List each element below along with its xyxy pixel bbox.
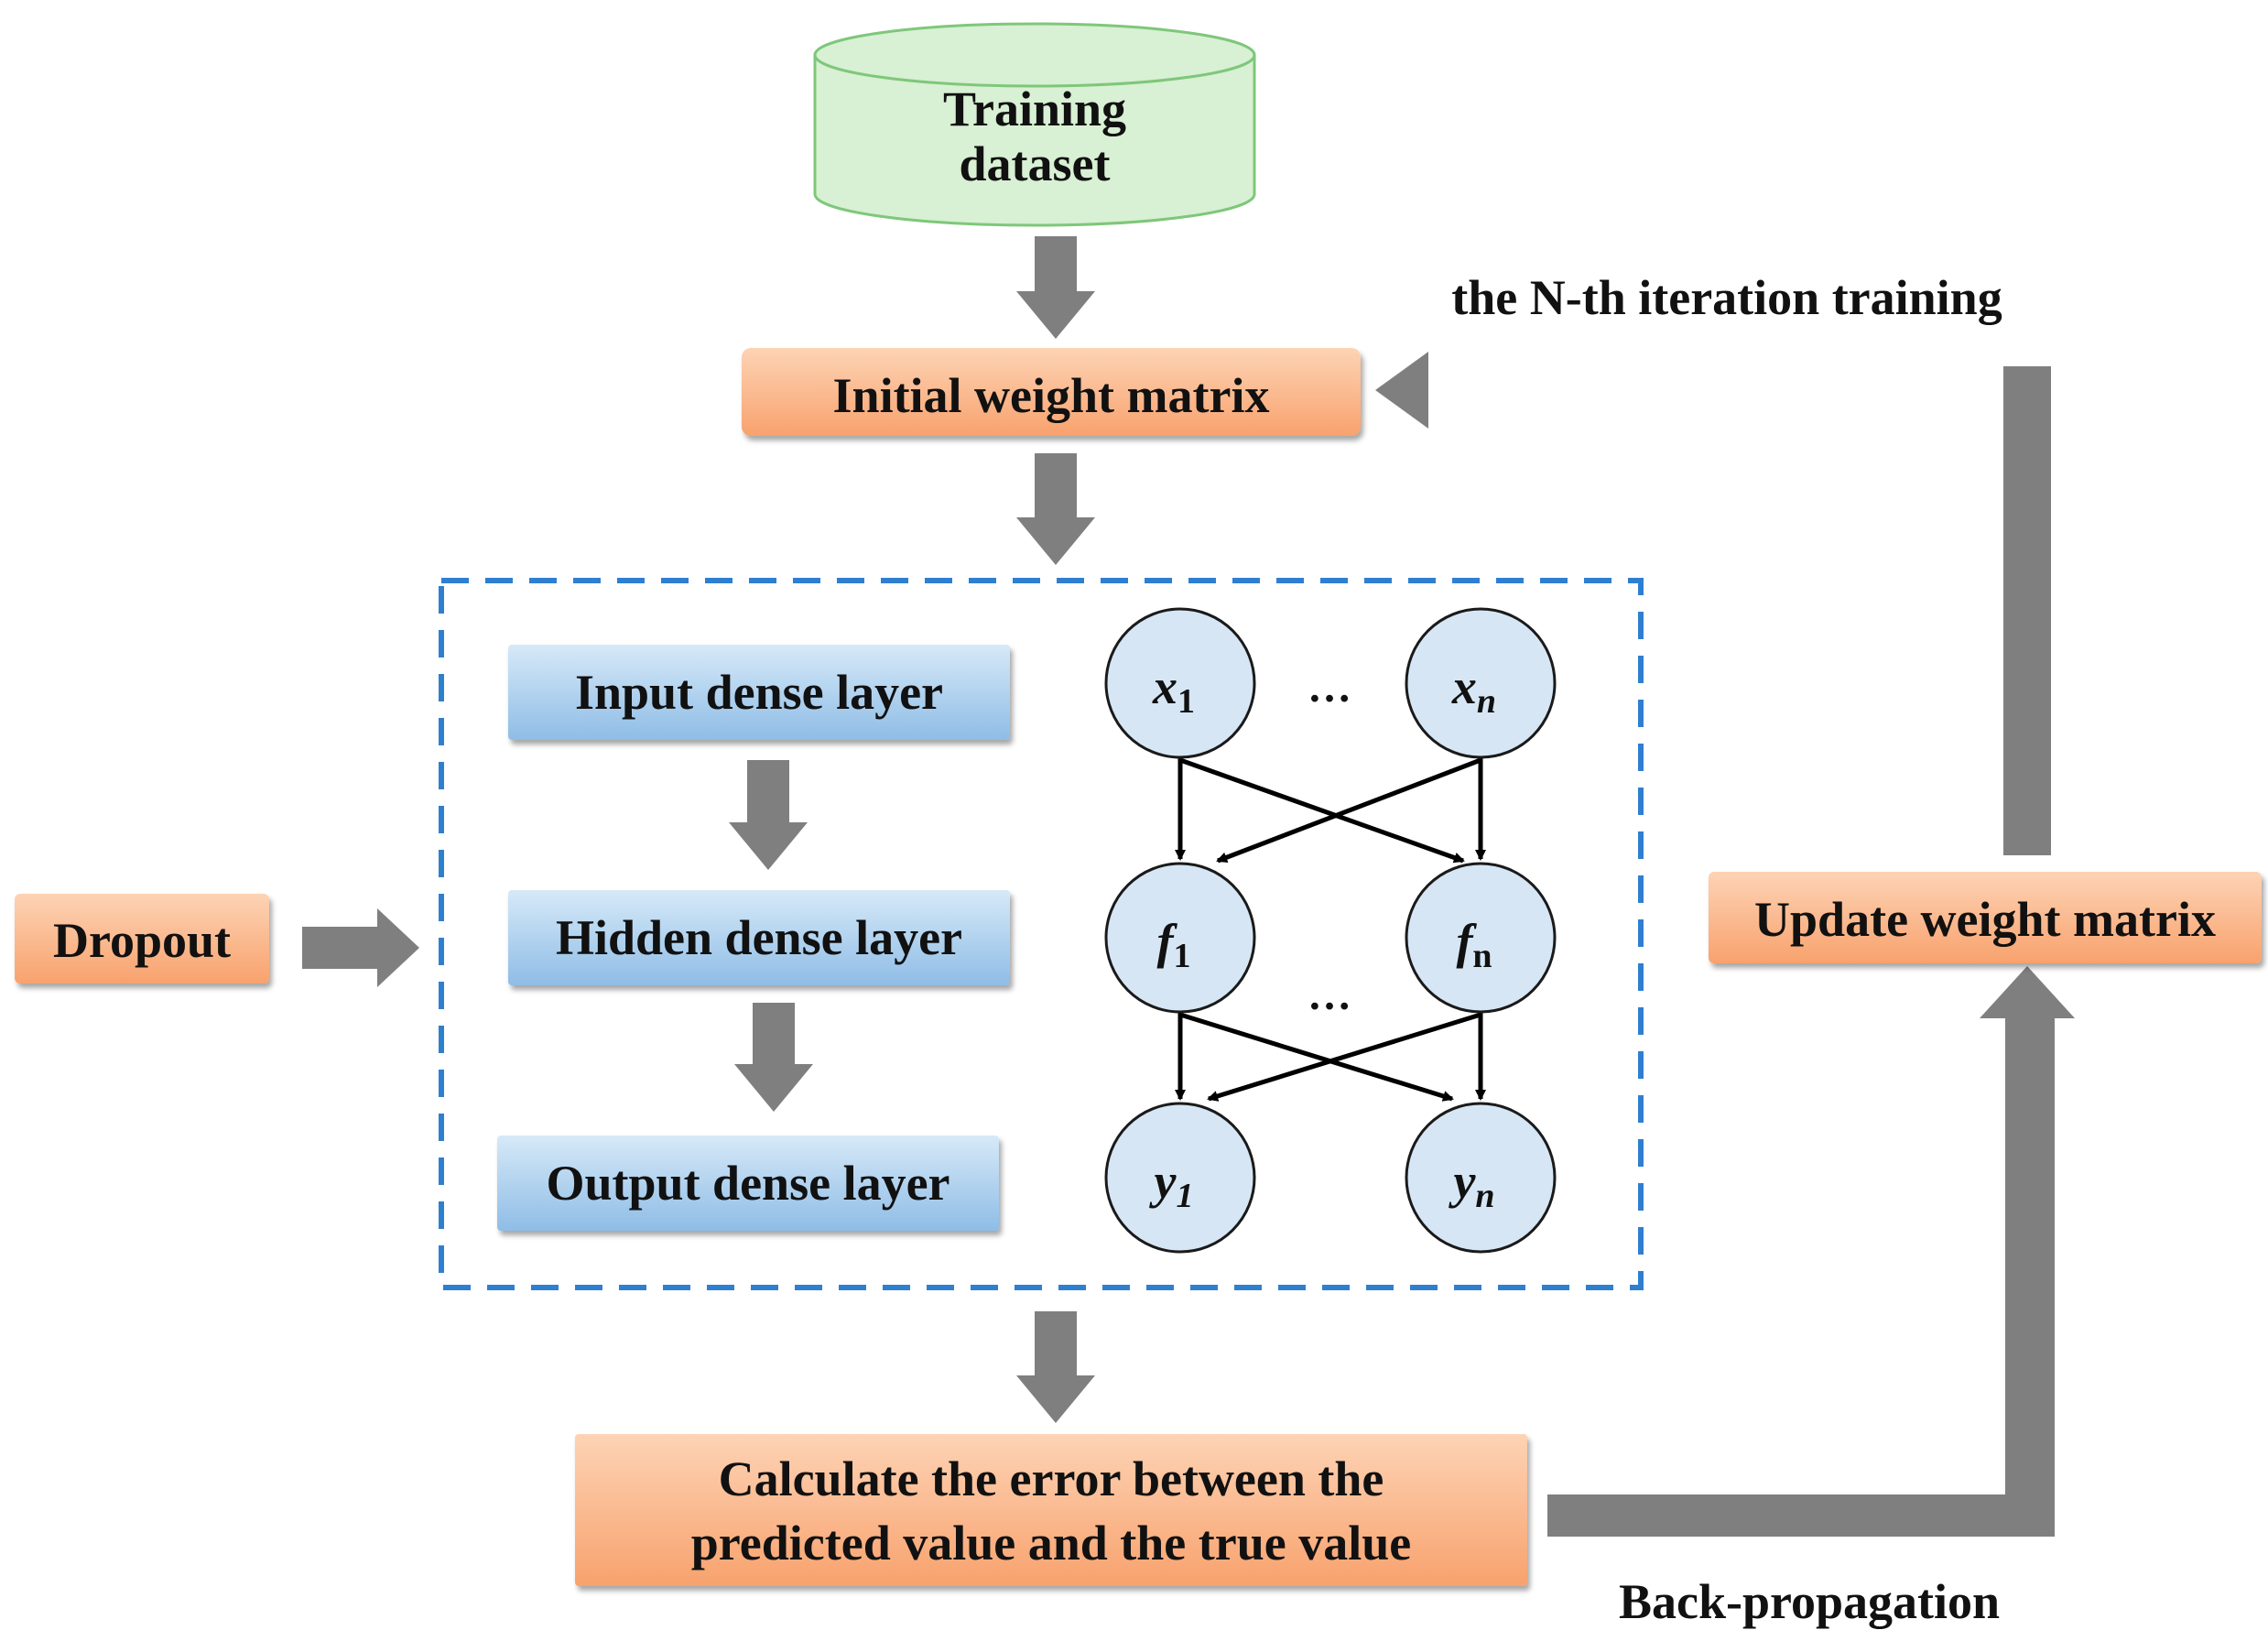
iteration-label: the N-th iteration training (1451, 270, 2002, 325)
node-x1-sub: 1 (1177, 682, 1195, 721)
svg-text:yn: yn (1448, 1154, 1494, 1215)
node-fn: fn (1405, 862, 1557, 1014)
node-x1-base: x (1152, 659, 1177, 714)
ellipsis-hidden-row: … (1308, 971, 1351, 1019)
svg-text:xn: xn (1451, 659, 1496, 721)
node-fn-sub: n (1472, 937, 1492, 975)
node-yn: yn (1405, 1102, 1557, 1254)
update-weight-matrix-label: Update weight matrix (1754, 892, 2216, 947)
arrow-weights-to-network (1016, 453, 1095, 565)
training-dataset-cylinder: Training dataset (813, 22, 1256, 227)
error-calculation-box: Calculate the error between the predicte… (575, 1434, 1527, 1586)
network-connections (1175, 756, 1486, 1102)
output-dense-layer-box: Output dense layer (497, 1136, 999, 1231)
svg-text:fn: fn (1456, 914, 1492, 975)
initial-weight-matrix-box: Initial weight matrix (742, 348, 1361, 436)
arrow-network-to-error (1016, 1311, 1095, 1423)
arrow-error-to-update-backprop (1547, 966, 2075, 1537)
node-y1-sub: 1 (1176, 1177, 1193, 1215)
node-f1-base: f (1157, 914, 1178, 969)
node-f1-sub: 1 (1173, 937, 1190, 975)
hidden-dense-layer-box: Hidden dense layer (508, 890, 1010, 985)
training-dataset-line2: dataset (960, 136, 1111, 191)
node-y1: y1 (1104, 1102, 1256, 1254)
node-yn-base: y (1448, 1154, 1476, 1209)
network-container (439, 578, 1644, 1290)
ellipsis-input-row: … (1308, 663, 1351, 712)
node-yn-sub: n (1475, 1177, 1494, 1215)
node-fn-base: f (1456, 914, 1477, 969)
input-dense-layer-box: Input dense layer (508, 645, 1010, 740)
node-x1: x1 (1104, 607, 1256, 759)
arrow-input-to-hidden (729, 760, 808, 870)
hidden-dense-layer-label: Hidden dense layer (556, 910, 962, 965)
node-f1: f1 (1104, 862, 1256, 1014)
arrow-dataset-to-weights (1016, 236, 1095, 339)
error-box-line2: predicted value and the true value (691, 1516, 1411, 1570)
node-xn: xn (1405, 607, 1557, 759)
output-dense-layer-label: Output dense layer (546, 1156, 950, 1211)
backprop-label: Back-propagation (1619, 1574, 2000, 1629)
arrow-dropout-to-network (302, 908, 419, 987)
update-weight-matrix-box: Update weight matrix (1709, 872, 2262, 963)
svg-text:x1: x1 (1152, 659, 1195, 721)
initial-weight-matrix-label: Initial weight matrix (833, 368, 1270, 423)
input-dense-layer-label: Input dense layer (575, 665, 943, 720)
node-y1-base: y (1149, 1154, 1177, 1209)
training-dataset-line1: Training (943, 82, 1126, 136)
arrow-update-to-initial (1375, 352, 2051, 855)
node-xn-sub: n (1477, 682, 1496, 721)
node-xn-base: x (1451, 659, 1477, 714)
svg-text:y1: y1 (1149, 1154, 1194, 1215)
dropout-box: Dropout (15, 894, 269, 984)
svg-text:f1: f1 (1157, 914, 1191, 975)
error-box-line1: Calculate the error between the (719, 1451, 1384, 1506)
dropout-label: Dropout (53, 913, 231, 968)
arrow-hidden-to-output (734, 1003, 813, 1112)
